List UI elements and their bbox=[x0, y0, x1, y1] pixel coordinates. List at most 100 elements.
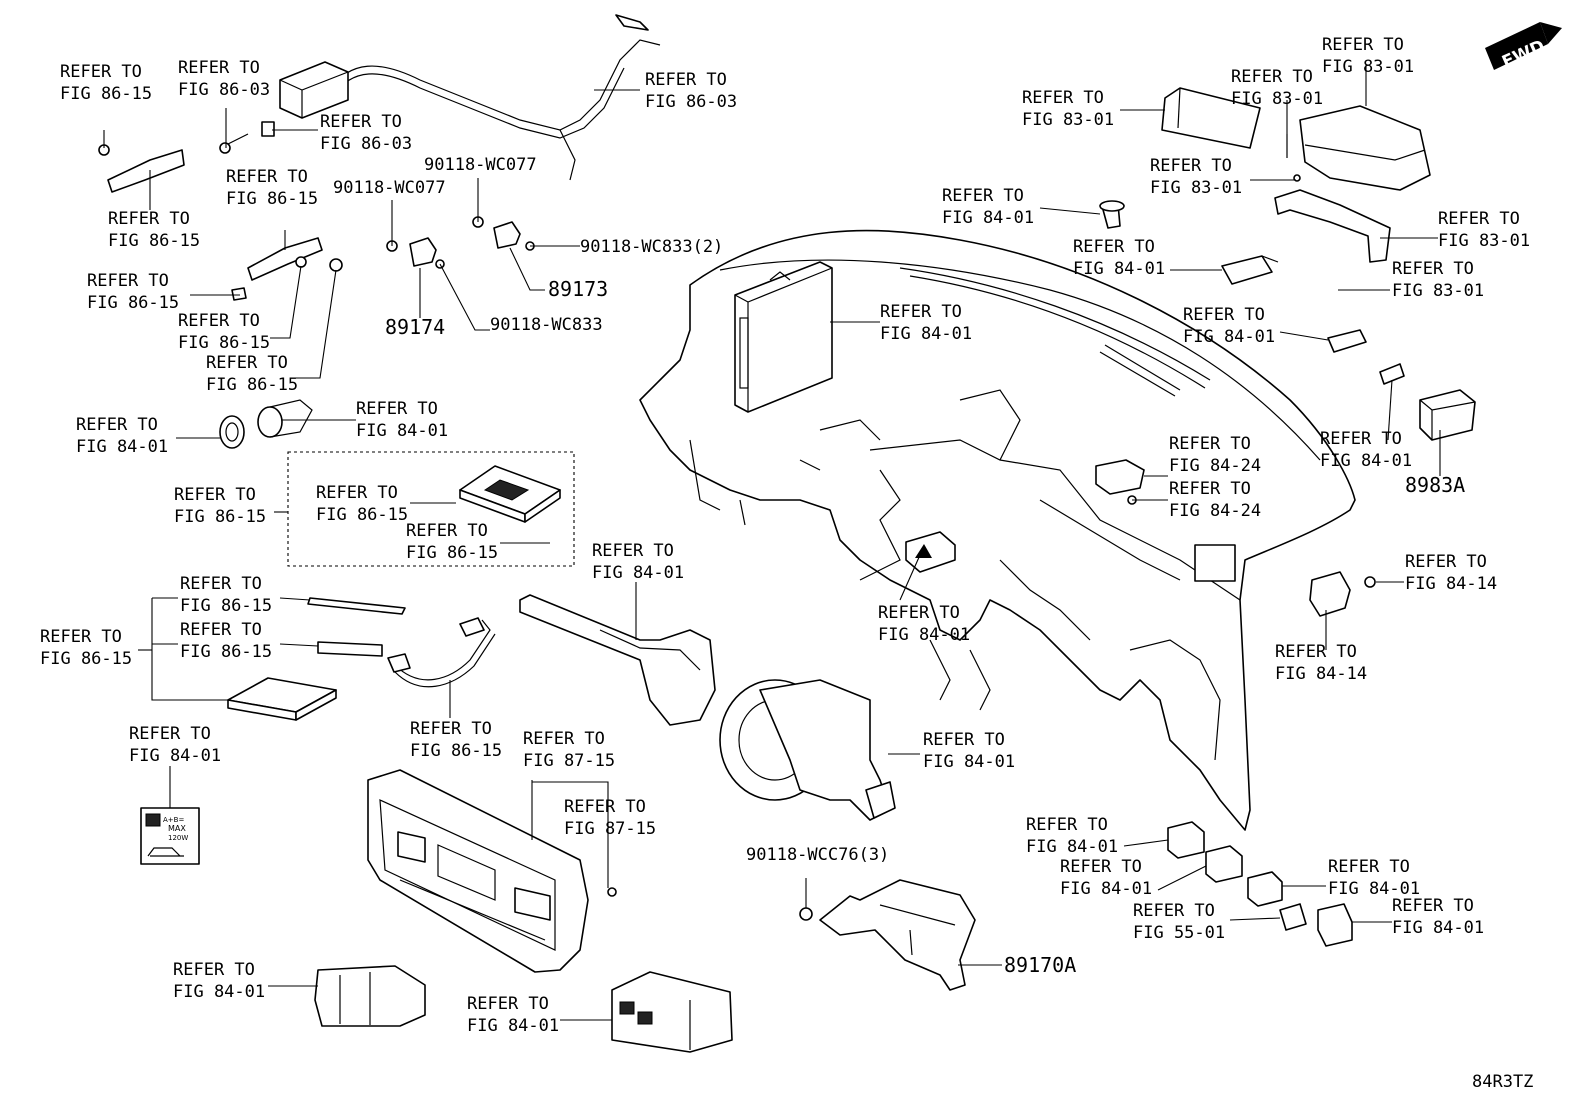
module-8983A bbox=[1419, 389, 1476, 441]
svg-text:REFER TO: REFER TO bbox=[1169, 479, 1251, 499]
hazard-switch bbox=[905, 531, 956, 573]
sensor-89173 bbox=[472, 216, 535, 251]
svg-text:FIG 87-15: FIG 87-15 bbox=[564, 819, 656, 839]
svg-text:REFER TO: REFER TO bbox=[1133, 901, 1215, 921]
svg-text:REFER TO: REFER TO bbox=[1026, 815, 1108, 835]
svg-text:REFER TO: REFER TO bbox=[129, 724, 211, 744]
switch-small-4 bbox=[1279, 903, 1307, 931]
drawing-code: 84R3TZ bbox=[1472, 1072, 1533, 1092]
svg-text:REFER TO: REFER TO bbox=[180, 574, 262, 594]
svg-text:FIG 86-15: FIG 86-15 bbox=[87, 293, 179, 313]
svg-text:REFER TO: REFER TO bbox=[406, 521, 488, 541]
svg-text:REFER TO: REFER TO bbox=[316, 483, 398, 503]
svg-text:REFER TO: REFER TO bbox=[226, 167, 308, 187]
svg-text:REFER TO: REFER TO bbox=[1169, 434, 1251, 454]
harness-small bbox=[387, 617, 496, 688]
charger-group-frame bbox=[287, 451, 575, 567]
svg-text:REFER TO: REFER TO bbox=[878, 603, 960, 623]
svg-text:FIG 86-15: FIG 86-15 bbox=[180, 596, 272, 616]
svg-text:FIG 86-15: FIG 86-15 bbox=[60, 84, 152, 104]
airbag-sensor-assembly bbox=[799, 879, 976, 991]
screw-small bbox=[219, 121, 343, 301]
fwd-arrow-icon: FWD bbox=[1485, 22, 1562, 73]
svg-text:FIG 84-24: FIG 84-24 bbox=[1169, 456, 1261, 476]
part-number: 90118-WC077 bbox=[333, 178, 446, 198]
svg-text:FIG 84-01: FIG 84-01 bbox=[1183, 327, 1275, 347]
part-number: 89174 bbox=[385, 315, 445, 339]
bracket-top-left bbox=[98, 144, 185, 193]
svg-text:REFER TO: REFER TO bbox=[178, 311, 260, 331]
stop-lamp-switch bbox=[1221, 255, 1279, 285]
svg-text:FIG 83-01: FIG 83-01 bbox=[1231, 89, 1323, 109]
part-number-labels: 90118-WC077 90118-WC077 90118-WC833(2) 8… bbox=[333, 155, 1465, 977]
outlet-label-line3: 120W bbox=[168, 834, 188, 842]
svg-text:FIG 86-03: FIG 86-03 bbox=[178, 80, 270, 100]
svg-text:FIG 83-01: FIG 83-01 bbox=[1022, 110, 1114, 130]
wireless-charger bbox=[459, 465, 561, 523]
svg-text:REFER TO: REFER TO bbox=[356, 399, 438, 419]
svg-text:REFER TO: REFER TO bbox=[174, 485, 256, 505]
part-number: 89173 bbox=[548, 277, 608, 301]
svg-text:REFER TO: REFER TO bbox=[1183, 305, 1265, 325]
svg-text:FIG 83-01: FIG 83-01 bbox=[1438, 231, 1530, 251]
svg-text:REFER TO: REFER TO bbox=[87, 271, 169, 291]
svg-text:REFER TO: REFER TO bbox=[180, 620, 262, 640]
svg-text:FIG 84-01: FIG 84-01 bbox=[467, 1016, 559, 1036]
svg-text:REFER TO: REFER TO bbox=[173, 960, 255, 980]
leader-lines bbox=[103, 64, 1441, 1021]
svg-text:FIG 84-01: FIG 84-01 bbox=[592, 563, 684, 583]
svg-text:REFER TO: REFER TO bbox=[564, 797, 646, 817]
outlet-label-sticker: A+B= MAX 120W bbox=[140, 807, 200, 865]
part-number: 90118-WC833 bbox=[490, 315, 603, 335]
svg-text:FIG 83-01: FIG 83-01 bbox=[1322, 57, 1414, 77]
part-number: 90118-WC833(2) bbox=[580, 237, 723, 257]
part-number: 8983A bbox=[1405, 473, 1465, 497]
svg-text:FIG 86-15: FIG 86-15 bbox=[316, 505, 408, 525]
svg-text:REFER TO: REFER TO bbox=[40, 627, 122, 647]
svg-text:REFER TO: REFER TO bbox=[1275, 642, 1357, 662]
switch-small-1 bbox=[1167, 821, 1205, 859]
part-number: 90118-WC077 bbox=[424, 155, 537, 175]
svg-text:FIG 55-01: FIG 55-01 bbox=[1133, 923, 1225, 943]
module-box-top-left bbox=[279, 61, 349, 119]
svg-text:REFER TO: REFER TO bbox=[1022, 88, 1104, 108]
switch-bank-center bbox=[611, 971, 733, 1053]
svg-text:FIG 84-01: FIG 84-01 bbox=[923, 752, 1015, 772]
clip-push bbox=[1099, 200, 1125, 229]
climate-control-panel bbox=[367, 769, 617, 973]
svg-text:FIG 86-15: FIG 86-15 bbox=[108, 231, 200, 251]
svg-text:FIG 84-01: FIG 84-01 bbox=[356, 421, 448, 441]
speaker-module bbox=[1299, 105, 1431, 191]
part-number: 89170A bbox=[1004, 953, 1076, 977]
svg-text:FIG 84-01: FIG 84-01 bbox=[1060, 879, 1152, 899]
combination-switch bbox=[519, 594, 896, 821]
svg-text:REFER TO: REFER TO bbox=[1322, 35, 1404, 55]
svg-text:REFER TO: REFER TO bbox=[1320, 429, 1402, 449]
svg-text:FIG 86-15: FIG 86-15 bbox=[410, 741, 502, 761]
svg-text:FIG 86-15: FIG 86-15 bbox=[206, 375, 298, 395]
svg-text:FIG 84-01: FIG 84-01 bbox=[942, 208, 1034, 228]
outlet-label-line1: A+B= bbox=[163, 816, 184, 824]
svg-text:REFER TO: REFER TO bbox=[178, 58, 260, 78]
glove-box-module bbox=[1161, 87, 1261, 149]
